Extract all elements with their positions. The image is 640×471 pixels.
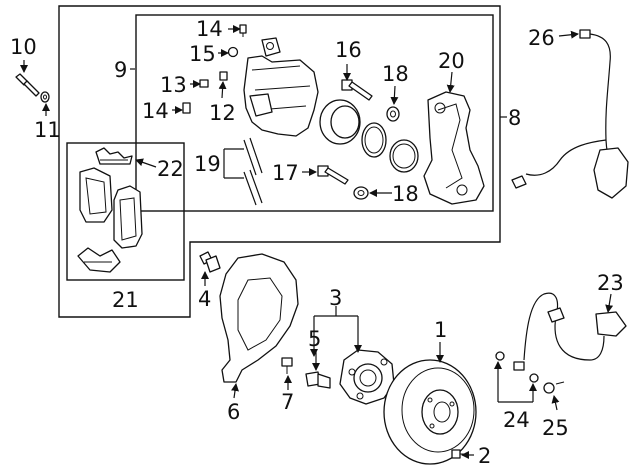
part-23-hose-bracket <box>513 292 627 371</box>
part-16-guide-pin <box>341 79 373 101</box>
callout-10: 10 <box>10 35 37 59</box>
brake-pad-kit-box <box>66 142 185 281</box>
callout-3: 3 <box>329 286 342 310</box>
part-12-screw <box>219 71 228 81</box>
callout-8: 8 <box>508 106 521 130</box>
part-13-nut <box>199 79 209 88</box>
callout-19: 19 <box>194 152 221 176</box>
leader-lines <box>20 25 614 459</box>
part-25-bolt <box>543 381 565 394</box>
callout-16: 16 <box>335 38 362 62</box>
part-22-pad-clips <box>95 147 133 165</box>
callout-7: 7 <box>281 390 294 414</box>
part-7-bolt <box>281 357 293 374</box>
callout-14-top: 14 <box>196 17 223 41</box>
callout-labels: 10 11 9 8 14 15 13 12 14 16 18 20 19 17 … <box>10 17 624 468</box>
part-14-bleeder-top <box>239 24 247 37</box>
part-5-stud <box>305 371 331 389</box>
part-4-bolt <box>199 251 221 273</box>
part-19-clips <box>243 137 263 206</box>
callout-17: 17 <box>272 161 299 185</box>
callout-18-top: 18 <box>382 62 409 86</box>
part-caliper-piston <box>319 99 361 145</box>
callout-6: 6 <box>227 400 240 424</box>
callout-2: 2 <box>478 444 491 468</box>
callout-20: 20 <box>438 49 465 73</box>
callout-15: 15 <box>189 42 216 66</box>
part-17-guide-pin <box>317 165 349 185</box>
callout-1: 1 <box>434 318 447 342</box>
callout-21: 21 <box>112 288 139 312</box>
callout-25: 25 <box>542 416 569 440</box>
part-pad-clips-lower <box>77 247 121 273</box>
callout-18-bottom: 18 <box>392 182 419 206</box>
callout-13: 13 <box>160 73 187 97</box>
part-caliper-body <box>243 37 319 137</box>
callout-9: 9 <box>114 58 127 82</box>
part-15-cap <box>227 46 239 58</box>
callout-4: 4 <box>198 287 211 311</box>
callout-12: 12 <box>209 101 236 125</box>
part-piston-seals <box>361 122 419 173</box>
part-1-rotor <box>383 359 477 465</box>
callout-5: 5 <box>308 327 321 351</box>
caliper-subassembly-box <box>135 14 494 212</box>
part-20-caliper-bracket <box>423 91 485 205</box>
part-11-washer <box>40 91 50 103</box>
part-18-boot-bottom <box>353 186 369 200</box>
callout-11: 11 <box>34 118 61 142</box>
caliper-assembly-box <box>58 5 501 318</box>
part-18-boot-top <box>386 106 400 122</box>
part-brake-pads <box>79 167 143 249</box>
part-24-washers <box>495 351 539 383</box>
part-6-dust-shield <box>219 253 299 383</box>
part-26-abs-sensor <box>511 29 629 199</box>
callout-14-bottom: 14 <box>142 99 169 123</box>
callout-24: 24 <box>503 408 530 432</box>
part-2-screw <box>451 449 466 459</box>
callout-23: 23 <box>597 271 624 295</box>
part-10-bolt <box>15 73 40 97</box>
callout-26: 26 <box>528 26 555 50</box>
part-14-bleeder-bottom <box>182 102 191 114</box>
callout-22: 22 <box>157 157 184 181</box>
